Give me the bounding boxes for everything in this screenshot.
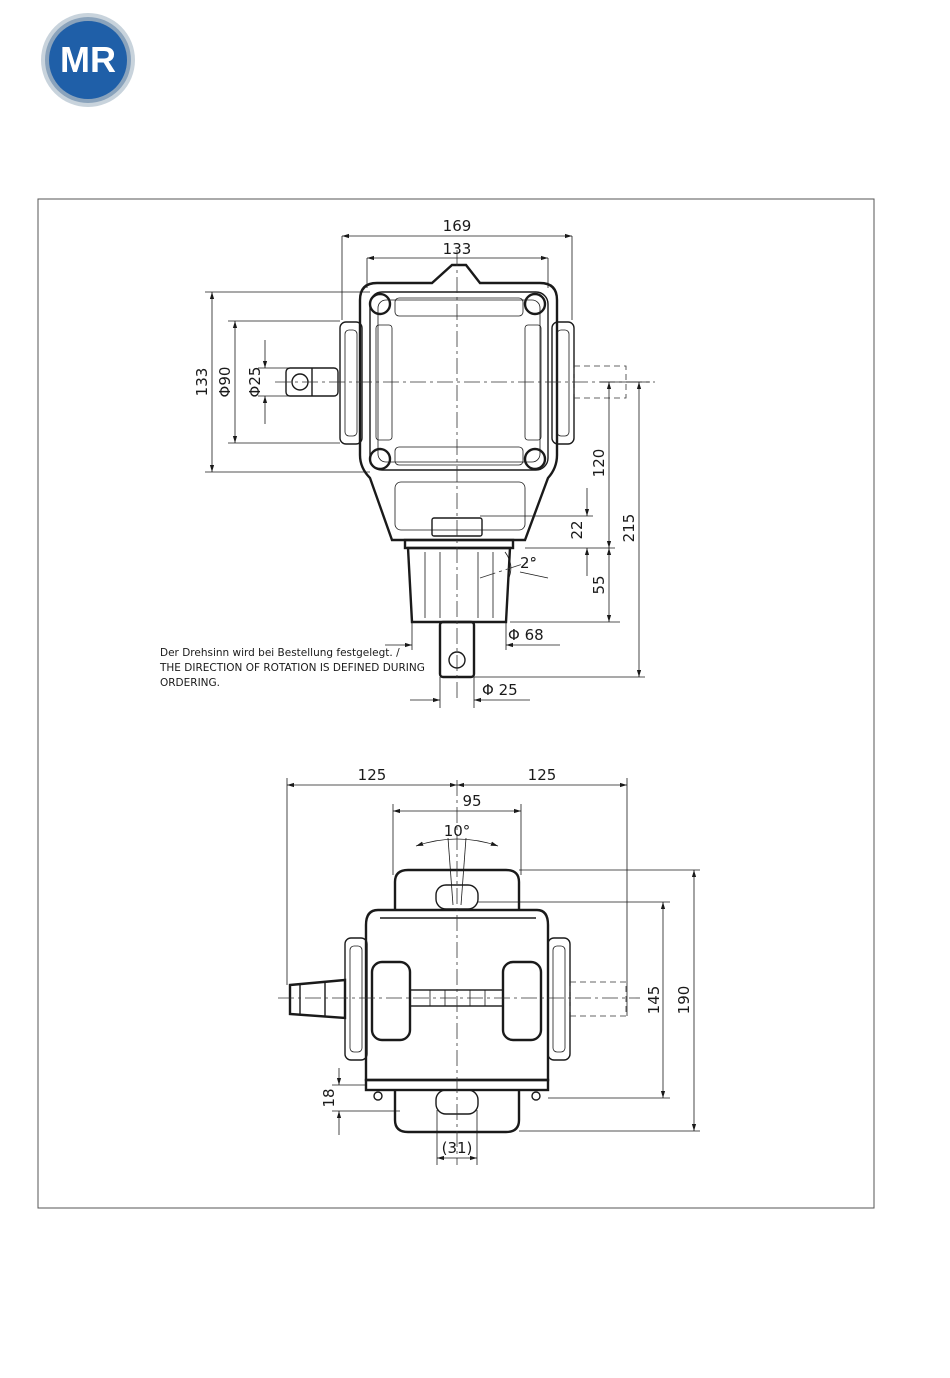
dim-22: 22 xyxy=(568,520,586,539)
dim-angle-10: 10° xyxy=(444,822,471,840)
dim-95: 95 xyxy=(462,792,481,810)
rotation-note-line3: ORDERING. xyxy=(160,677,220,689)
drawing-frame xyxy=(38,199,874,1208)
dim-18: 18 xyxy=(320,1088,338,1107)
mr-logo: MR xyxy=(38,10,138,110)
dim-169: 169 xyxy=(443,217,472,235)
dim-145: 145 xyxy=(645,986,663,1015)
top-view: 169 133 133 Φ90 Φ25 120 215 xyxy=(159,217,655,708)
side-view: 125 125 95 10° 145 190 18 (31) xyxy=(278,766,700,1165)
dim-125-right: 125 xyxy=(528,766,557,784)
dim-dia-25-bottom: Φ 25 xyxy=(482,681,518,699)
dim-55: 55 xyxy=(590,575,608,594)
dim-dia-68: Φ 68 xyxy=(508,626,544,644)
dim-120: 120 xyxy=(590,449,608,478)
dim-190: 190 xyxy=(675,986,693,1015)
dim-125-left: 125 xyxy=(358,766,387,784)
dim-215: 215 xyxy=(620,514,638,543)
dim-31: (31) xyxy=(442,1139,473,1157)
logo-text: MR xyxy=(60,39,116,80)
rotation-note-line2: THE DIRECTION OF ROTATION IS DEFINED DUR… xyxy=(159,662,425,674)
dim-dia-25-shaft: Φ25 xyxy=(246,367,264,398)
dim-angle-2: 2° xyxy=(520,554,537,572)
dim-133-vertical: 133 xyxy=(193,368,211,397)
dim-133-horizontal: 133 xyxy=(443,240,472,258)
dim-dia-90: Φ90 xyxy=(216,367,234,398)
rotation-note-line1: Der Drehsinn wird bei Bestellung festgel… xyxy=(160,647,400,659)
